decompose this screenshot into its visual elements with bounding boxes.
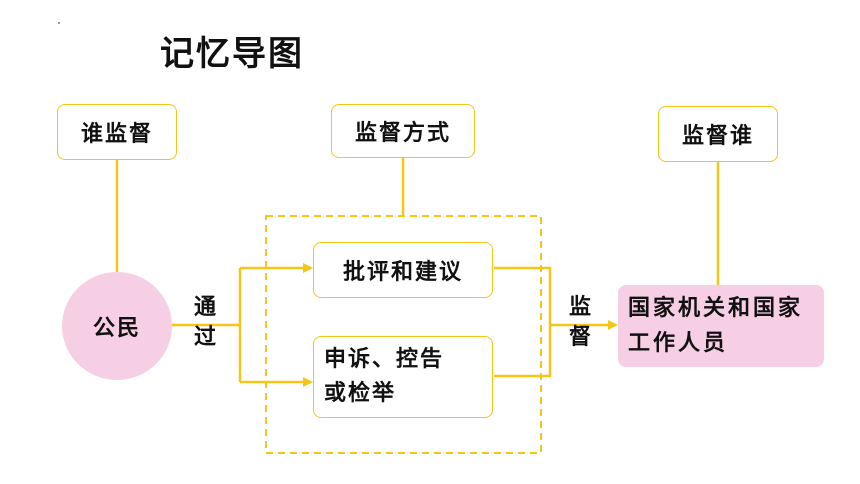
method-complaint-box: 申诉、控告或检举 bbox=[313, 336, 493, 418]
header-whom-box: 监督谁 bbox=[658, 106, 778, 162]
target-box: 国家机关和国家工作人员 bbox=[618, 285, 824, 367]
page-title: 记忆导图 bbox=[160, 34, 304, 74]
header-method-label: 监督方式 bbox=[354, 121, 451, 146]
method-criticism-label: 批评和建议 bbox=[342, 260, 463, 285]
subject-circle: 公民 bbox=[62, 272, 172, 380]
header-who-label: 谁监督 bbox=[80, 122, 153, 147]
header-whom-label: 监督谁 bbox=[681, 124, 754, 149]
merge-from-complaint bbox=[494, 325, 552, 378]
subject-label: 公民 bbox=[92, 316, 141, 341]
merge-from-criticism bbox=[494, 266, 552, 325]
method-criticism-box: 批评和建议 bbox=[313, 242, 493, 298]
action-label: 监督 bbox=[568, 295, 591, 350]
via-label: 通过 bbox=[193, 295, 216, 350]
method-complaint-label: 申诉、控告或检举 bbox=[324, 347, 445, 406]
decorative-dot bbox=[58, 22, 60, 24]
header-who-box: 谁监督 bbox=[57, 104, 177, 160]
header-method-box: 监督方式 bbox=[331, 104, 475, 158]
target-label: 国家机关和国家工作人员 bbox=[628, 296, 804, 356]
